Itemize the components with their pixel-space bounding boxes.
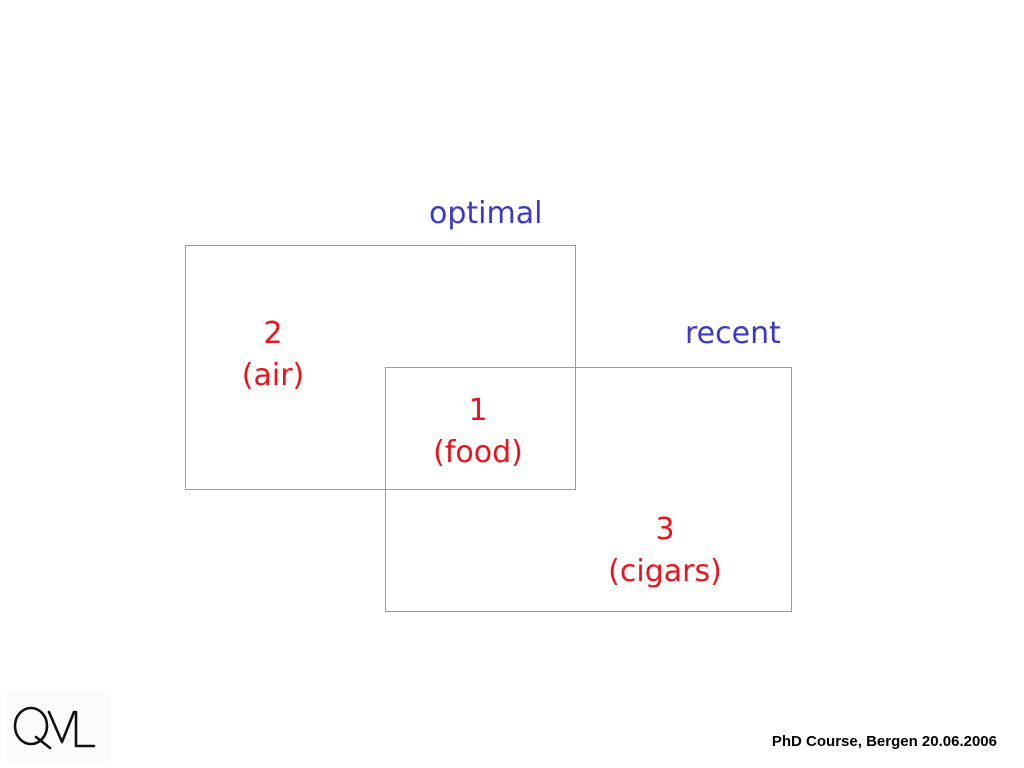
region-number: 1 — [468, 393, 488, 428]
region-recent-only: 3 (cigars) — [585, 509, 745, 593]
region-item: (food) — [433, 435, 523, 470]
region-item: (air) — [241, 358, 305, 393]
recent-set-box — [385, 367, 792, 612]
footer-text: PhD Course, Bergen 20.06.2006 — [771, 733, 997, 750]
optimal-set-label: optimal — [429, 196, 543, 231]
recent-set-label: recent — [685, 316, 781, 351]
qml-logo-icon — [6, 690, 110, 762]
region-number: 2 — [263, 316, 283, 351]
region-intersection: 1 (food) — [403, 390, 553, 474]
region-number: 3 — [655, 512, 675, 547]
region-optimal-only: 2 (air) — [203, 313, 343, 397]
region-item: (cigars) — [608, 554, 722, 589]
